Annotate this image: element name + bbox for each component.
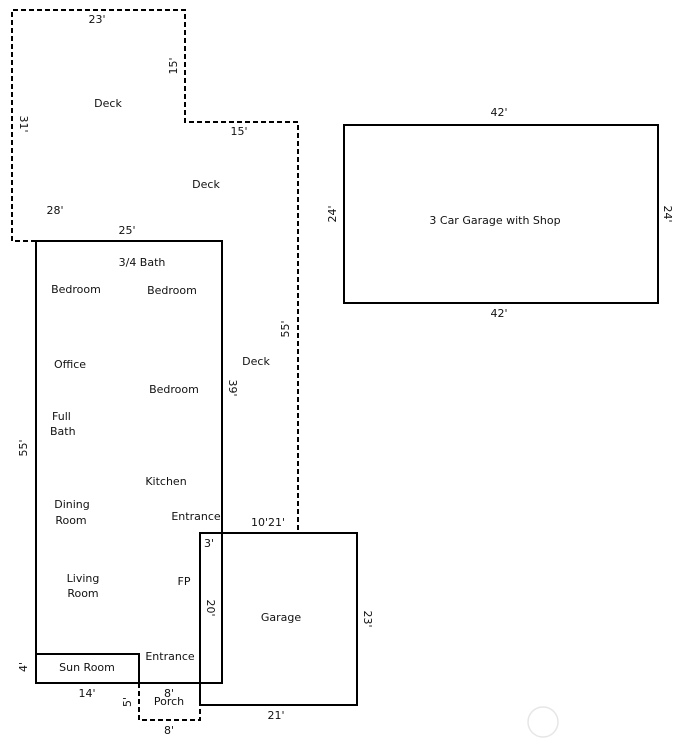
watermark-circle xyxy=(527,706,559,738)
dim-deck-top: 23' xyxy=(88,13,105,26)
room-garage: Garage xyxy=(261,611,302,624)
room-bedroom-1: Bedroom xyxy=(51,283,101,296)
dim-house-left: 55' xyxy=(17,439,30,456)
dim-deck-step-vertical: 15' xyxy=(167,57,180,74)
dim-garage-right: 23' xyxy=(361,610,374,627)
dim-deck-step-horizontal: 15' xyxy=(230,125,247,138)
dim-big-garage-left: 24' xyxy=(326,205,339,222)
room-dining-line1: Dining xyxy=(54,498,90,511)
room-kitchen: Kitchen xyxy=(145,475,186,488)
dim-house-top: 25' xyxy=(118,224,135,237)
dim-deck-left: 31' xyxy=(17,115,30,132)
room-porch: Porch xyxy=(154,695,184,708)
dim-deck-right-long: 55' xyxy=(279,320,292,337)
room-sun-room: Sun Room xyxy=(59,661,115,674)
garage-outline xyxy=(199,532,358,706)
dim-garage-bottom: 21' xyxy=(267,709,284,722)
dim-porch-top: 8' xyxy=(164,687,174,700)
room-living-line1: Living xyxy=(67,572,100,585)
room-entrance-1: Entrance xyxy=(171,510,221,523)
room-entrance-2: Entrance xyxy=(145,650,195,663)
dim-sun-room-bottom: 14' xyxy=(78,687,95,700)
room-office: Office xyxy=(54,358,86,371)
dim-house-right: 39' xyxy=(226,379,239,396)
room-living-line2: Room xyxy=(67,587,98,600)
dim-big-garage-bottom: 42' xyxy=(490,307,507,320)
room-bedroom-2: Bedroom xyxy=(147,284,197,297)
house-outline xyxy=(35,240,223,684)
sun-room-outline xyxy=(35,653,140,684)
dim-deck-bottom-right: 10'21' xyxy=(251,516,285,529)
dim-deck-bottom-left: 28' xyxy=(46,204,63,217)
room-deck-3: Deck xyxy=(242,355,270,368)
room-deck-2: Deck xyxy=(192,178,220,191)
room-dining-line2: Room xyxy=(55,514,86,527)
big-garage-outline xyxy=(343,124,659,304)
dim-garage-left: 20' xyxy=(204,599,217,616)
room-three-quarter-bath: 3/4 Bath xyxy=(119,256,166,269)
room-bedroom-3: Bedroom xyxy=(149,383,199,396)
dim-garage-offset: 3' xyxy=(204,537,214,550)
dim-sun-room-side: 4' xyxy=(17,662,30,672)
room-deck-1: Deck xyxy=(94,97,122,110)
room-big-garage: 3 Car Garage with Shop xyxy=(429,214,560,227)
room-fireplace: FP xyxy=(178,575,191,588)
dim-big-garage-top: 42' xyxy=(490,106,507,119)
deck-outline xyxy=(11,9,299,533)
dim-big-garage-right: 24' xyxy=(661,205,674,222)
room-full-bath-line1: Full xyxy=(52,410,71,423)
dim-porch-bottom: 8' xyxy=(164,724,174,737)
room-full-bath-line2: Bath xyxy=(50,425,76,438)
dim-porch-side: 5' xyxy=(121,697,134,707)
